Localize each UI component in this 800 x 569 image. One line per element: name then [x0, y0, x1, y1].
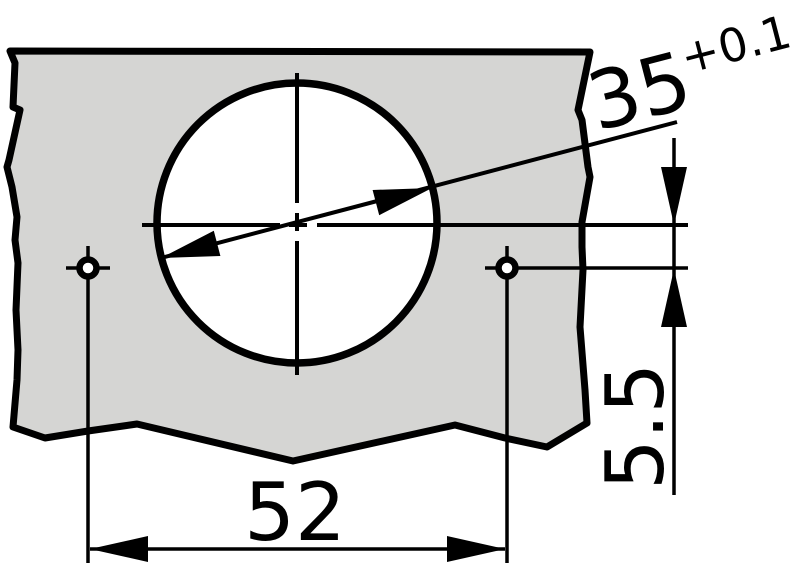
dim-52-arrow-left-icon: [90, 536, 148, 562]
screw-hole-left: [76, 256, 100, 280]
dim-52-label: 52: [244, 466, 346, 559]
dim-35-arrow-right-icon: [372, 188, 432, 216]
dim-5-5-label-group: 5.5: [589, 363, 682, 490]
dim-52-arrow-right-icon: [447, 536, 505, 562]
screw-hole-right: [495, 256, 519, 280]
dim-35-arrow-left-icon: [161, 230, 221, 258]
dim-5-5-label: 5.5: [589, 363, 682, 490]
dim-5-5-arrow-up-icon: [661, 269, 687, 327]
dim-35-tolerance-label: +0.1: [675, 4, 797, 84]
dim-5-5-arrow-down-icon: [661, 167, 687, 225]
screw-hole-right-lines: [485, 246, 688, 563]
dim-35-label-group: 35 +0.1: [578, 4, 797, 149]
